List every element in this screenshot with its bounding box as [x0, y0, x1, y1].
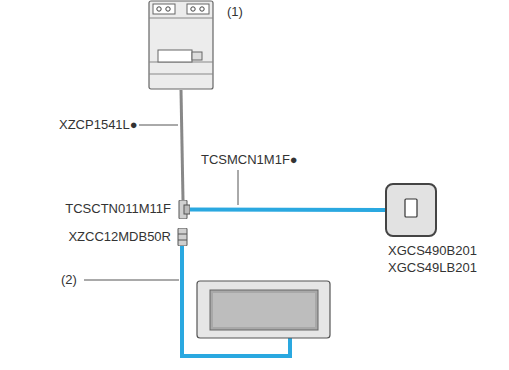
part-label: XZCC12MDB50R — [67, 229, 172, 244]
part-label: TCSCTN011M11F — [64, 201, 172, 216]
callout-number: (2) — [60, 272, 78, 287]
power-supply-outline — [148, 0, 214, 90]
switch-box: XGCS490B201XGCS49LB201 — [385, 183, 437, 237]
leader-line — [84, 280, 179, 281]
line-terminator-outline — [177, 228, 188, 246]
line-terminator: XZCC12MDB50R — [177, 228, 188, 246]
cable-label: TCSMCN1M1F● — [200, 152, 299, 167]
power-cable — [181, 90, 183, 200]
cable-label: XZCP1541L● — [58, 117, 139, 132]
switch-box-outline — [385, 183, 437, 237]
leader-line — [238, 170, 239, 205]
part-label: XGCS490B201 — [387, 243, 478, 258]
hmi-terminal — [197, 281, 330, 338]
part-label: (1) — [226, 4, 244, 19]
power-supply: (1) — [148, 0, 214, 90]
leader-line — [136, 125, 178, 126]
t-connector-outline — [176, 200, 190, 219]
t-connector: TCSCTN011M11F — [176, 200, 190, 219]
bus-cable — [190, 208, 385, 213]
part-label: XGCS49LB201 — [387, 260, 478, 275]
